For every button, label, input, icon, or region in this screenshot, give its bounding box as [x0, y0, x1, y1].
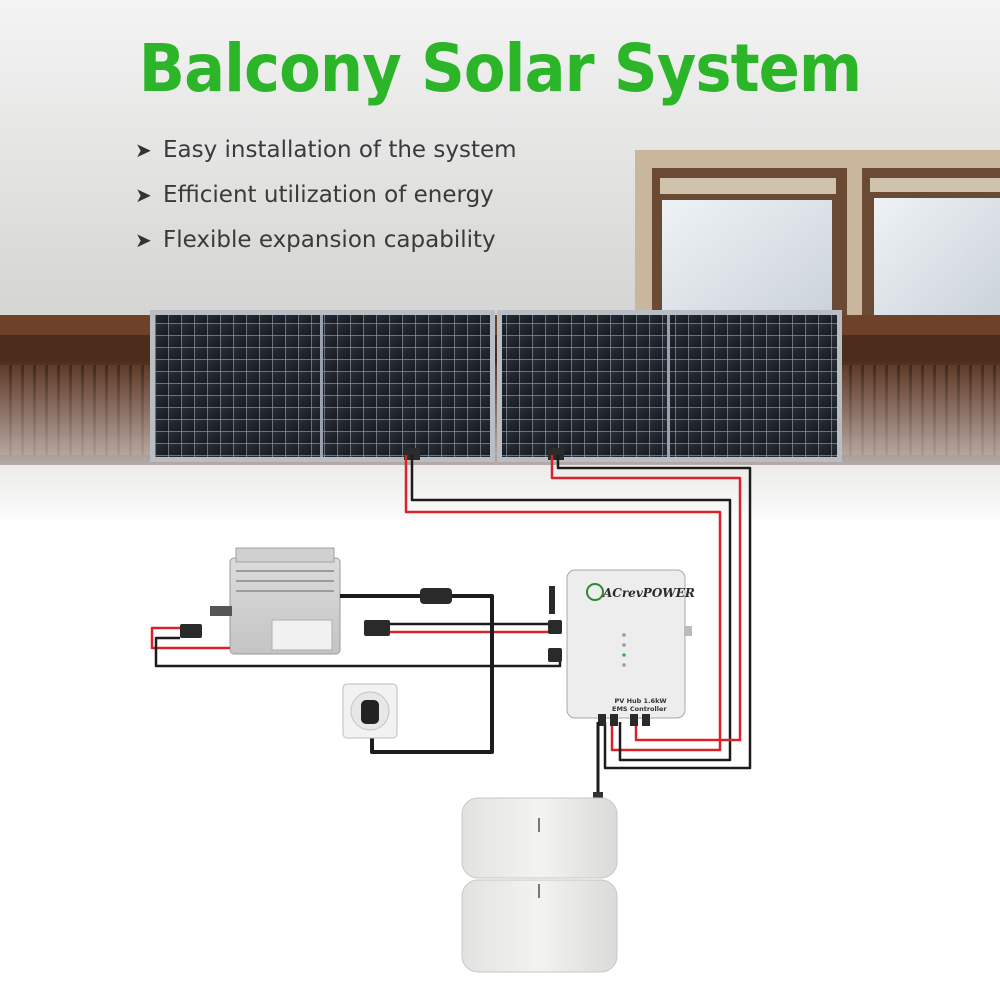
feature-text: Flexible expansion capability [163, 227, 496, 253]
battery-connector [593, 792, 603, 802]
cable-black-ac-out [340, 594, 494, 754]
feature-item: ➤ Easy installation of the system [135, 132, 517, 177]
hub-model-label: PV Hub 1.6kW EMS Controller [612, 697, 667, 713]
hub-model-line2: EMS Controller [612, 705, 667, 713]
feature-list: ➤ Easy installation of the system ➤ Effici… [135, 132, 517, 267]
page-title: Balcony Solar System [138, 30, 862, 107]
cable-black-left-outer [410, 455, 732, 762]
window [635, 150, 1000, 330]
arrow-right-icon: ➤ [135, 138, 152, 162]
cable-red-inverter-dc-left [150, 626, 230, 650]
battery-module-bottom [461, 879, 618, 973]
cable-black-right-inner [556, 455, 752, 770]
mc4-connectors [180, 588, 562, 662]
junction-box-right [548, 448, 564, 460]
cable-black-inverter-dc-left [154, 636, 562, 668]
feature-item: ➤ Flexible expansion capability [135, 222, 517, 267]
battery-module-top [461, 797, 618, 879]
status-leds [622, 633, 626, 667]
junction-box-left [404, 448, 420, 460]
hub-model-line1: PV Hub 1.6kW [614, 697, 667, 705]
feature-text: Easy installation of the system [163, 137, 517, 163]
wall-socket [342, 683, 398, 739]
cable-red-right-inner [550, 455, 742, 742]
inverter-cables [150, 594, 562, 754]
solar-panel-left [150, 310, 495, 462]
hub-brand-label: ACrevPOWER [603, 586, 695, 600]
cable-red-left-outer [404, 455, 722, 752]
panel-cables [404, 455, 752, 770]
micro-inverter [210, 547, 341, 655]
solar-panel-right [497, 310, 842, 462]
arrow-right-icon: ➤ [135, 228, 152, 252]
pv-hub-controller [549, 569, 692, 726]
battery-stack [461, 797, 618, 973]
hub-logo-icon [586, 583, 604, 601]
feature-item: ➤ Efficient utilization of energy [135, 177, 517, 222]
arrow-right-icon: ➤ [135, 183, 152, 207]
feature-text: Efficient utilization of energy [163, 182, 494, 208]
